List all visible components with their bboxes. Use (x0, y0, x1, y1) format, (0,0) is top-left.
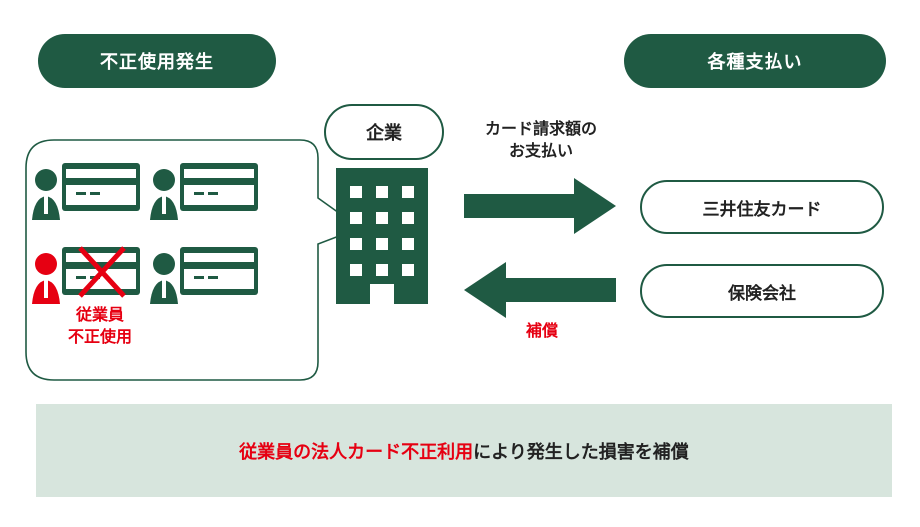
fraud-note-line1: 従業員 (75, 305, 124, 324)
card-payment-label-line1: カード請求額の (484, 119, 597, 138)
insurance-company-label: 保険会社 (640, 264, 884, 318)
fraud-note: 従業員 不正使用 (40, 304, 160, 347)
summary-rest: により発生した損害を補償 (473, 441, 689, 463)
company-label: 企業 (324, 104, 444, 160)
summary-banner: 従業員の法人カード不正利用により発生した損害を補償 (36, 404, 892, 497)
fraud-occurrence-label: 不正使用発生 (38, 34, 276, 88)
employee-card-icon (150, 163, 258, 220)
arrow-left-icon (464, 262, 616, 318)
employee-card-icon (32, 163, 140, 220)
building-icon (336, 168, 428, 304)
compensation-label: 補償 (525, 321, 558, 340)
summary-highlight: 従業員の法人カード不正利用 (239, 441, 474, 463)
arrow-right-icon (464, 178, 616, 234)
fraud-note-line2: 不正使用 (67, 326, 132, 346)
card-payment-label-line2: お支払い (508, 140, 573, 160)
fraud-employee-card-icon (32, 246, 140, 304)
card-payment-label: カード請求額の お支払い (466, 118, 616, 161)
smbc-card-label: 三井住友カード (640, 180, 884, 234)
employee-card-icon (150, 247, 258, 304)
payments-label: 各種支払い (624, 34, 886, 88)
